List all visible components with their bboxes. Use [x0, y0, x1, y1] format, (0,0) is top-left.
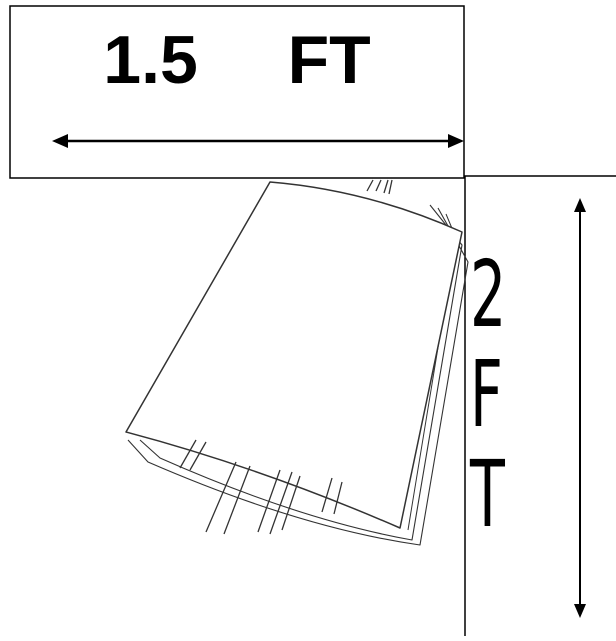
height-dimension-label: 2 F T — [470, 245, 513, 545]
lampshade-sketch — [125, 179, 469, 546]
width-dimension-label: 1.5 FT — [103, 22, 371, 98]
height-label-char-3: T — [470, 441, 505, 548]
width-label-box — [9, 5, 465, 179]
height-arrow — [574, 198, 586, 618]
height-label-char-1: 2 — [470, 241, 507, 348]
height-label-char-2: F — [470, 341, 503, 448]
width-arrow — [52, 134, 464, 148]
